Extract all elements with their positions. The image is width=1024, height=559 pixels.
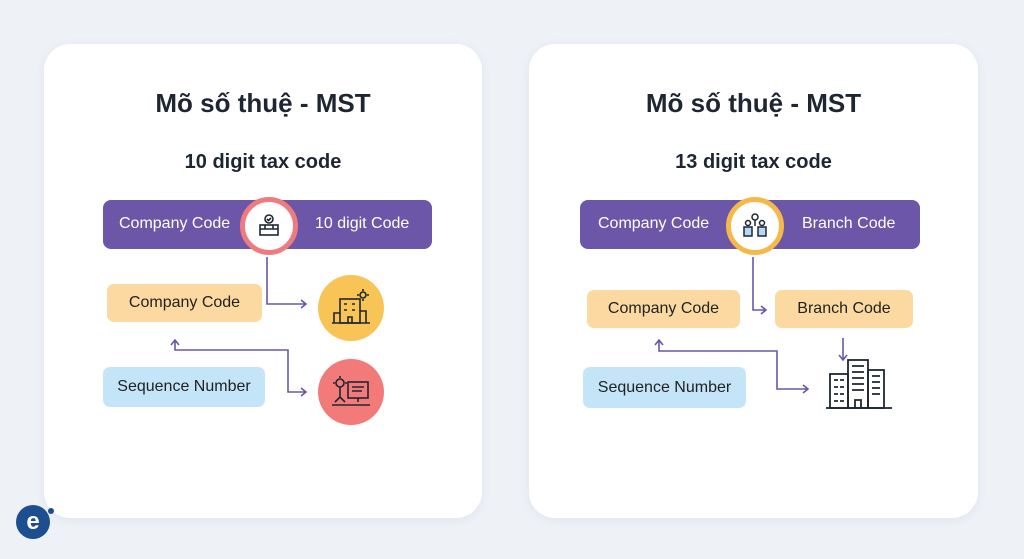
building-check-icon [240, 197, 298, 255]
bar-10-digit-code: 10 digit Code [315, 215, 410, 232]
right-branch-code-box: Branch Code [775, 290, 913, 328]
left-subtitle: 10 digit tax code [184, 151, 342, 173]
gear-computer-icon [318, 359, 384, 425]
brand-logo: e [16, 505, 50, 539]
logo-letter: e [26, 508, 40, 535]
right-subtitle: 13 digit tax code [675, 151, 832, 173]
right-sequence-number-box: Sequence Number [583, 367, 746, 408]
arrow-company-to-building [654, 338, 810, 394]
office-building-icon [826, 358, 894, 415]
right-title: Mõ số thuệ - MST [645, 88, 862, 118]
right-company-code-box: Company Code [587, 290, 740, 328]
bar-branch-code: Branch Code [802, 215, 896, 232]
arrow-company-to-gear [170, 338, 308, 397]
bar-company-code: Company Code [119, 215, 231, 232]
people-network-icon [726, 197, 784, 255]
arrow-bar-to-factory [266, 257, 308, 309]
arrow-bar-to-branch [752, 257, 768, 315]
left-title: Mõ số thuệ - MST [155, 88, 371, 118]
arrow-branch-to-building [838, 338, 848, 362]
bar-company-code: Company Code [598, 215, 710, 232]
factory-icon [318, 275, 384, 341]
card-10-digit [44, 44, 482, 518]
logo-dot [48, 508, 54, 514]
left-company-code-box: Company Code [107, 284, 262, 322]
left-sequence-number-box: Sequence Number [103, 367, 265, 407]
